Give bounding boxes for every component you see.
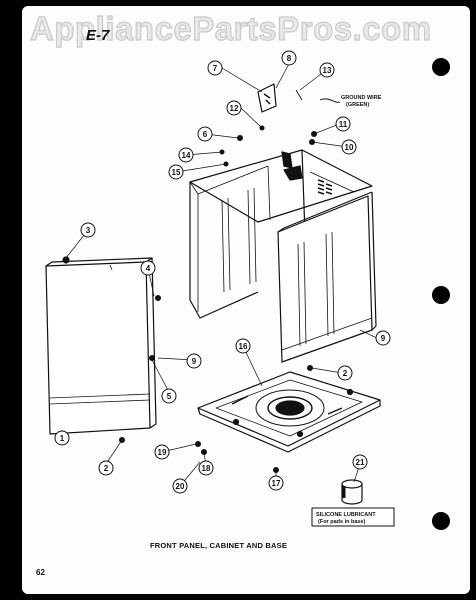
callout-20: 20 [172,478,188,494]
section-code: E-7 [86,27,110,44]
svg-text:10: 10 [345,143,354,152]
callout-9-front: 9 [186,353,202,369]
svg-text:12: 12 [230,104,239,113]
front-panel-drawing [45,256,157,435]
callout-15: 15 [168,164,184,180]
callout-7: 7 [207,60,223,76]
callout-21: 21 [352,454,368,470]
base-drawing [197,371,381,453]
page-number: 62 [36,568,45,577]
svg-text:7: 7 [213,64,218,73]
svg-text:9: 9 [381,334,386,343]
callout-17: 17 [268,475,284,491]
watermark: AppliancePartsPros.com [29,9,432,47]
svg-text:20: 20 [176,482,185,491]
svg-text:1: 1 [60,434,65,443]
svg-text:5: 5 [167,392,172,401]
svg-text:13: 13 [323,66,332,75]
svg-text:3: 3 [86,226,91,235]
svg-text:19: 19 [158,448,167,457]
svg-text:18: 18 [202,464,211,473]
diagram-caption: FRONT PANEL, CABINET AND BASE [150,541,288,550]
ground-wire-label: GROUND WIRE [341,95,382,101]
callout-14: 14 [178,147,194,163]
svg-text:16: 16 [239,342,248,351]
callout-13: 13 [319,62,335,78]
callout-5: 5 [161,388,177,404]
svg-text:6: 6 [203,130,208,139]
callout-2-cabinet: 2 [337,365,353,381]
callout-6: 6 [197,126,213,142]
svg-text:2: 2 [343,369,348,378]
svg-text:4: 4 [146,264,151,273]
callout-16: 16 [235,338,251,354]
control-bracket-drawing [257,83,277,113]
callout-12: 12 [226,100,242,116]
callout-4: 4 [140,260,156,276]
callout-9-cabinet: 9 [375,330,391,346]
lubricant-note: (For pads in base) [318,519,366,525]
binder-hole-middle [432,286,450,304]
lubricant-label: SILICONE LUBRICANT [316,512,376,518]
ground-wire-color-label: (GREEN) [346,102,369,108]
svg-text:8: 8 [287,54,292,63]
callout-2-front: 2 [98,460,114,476]
svg-text:15: 15 [172,168,181,177]
cabinet-drawing [189,149,377,363]
svg-text:9: 9 [192,357,197,366]
lubricant-can-drawing [311,479,395,527]
callout-8: 8 [281,50,297,66]
binder-hole-bottom [432,512,450,530]
svg-text:21: 21 [356,458,365,467]
svg-text:2: 2 [104,464,109,473]
callout-1: 1 [54,430,70,446]
callout-19: 19 [154,444,170,460]
svg-text:14: 14 [182,151,191,160]
svg-text:11: 11 [339,120,348,129]
svg-text:17: 17 [272,479,281,488]
callout-10: 10 [341,139,357,155]
callout-11: 11 [335,116,351,132]
callout-18: 18 [198,460,214,476]
fasteners [119,125,317,473]
callout-3: 3 [80,222,96,238]
binder-hole-top [432,58,450,76]
